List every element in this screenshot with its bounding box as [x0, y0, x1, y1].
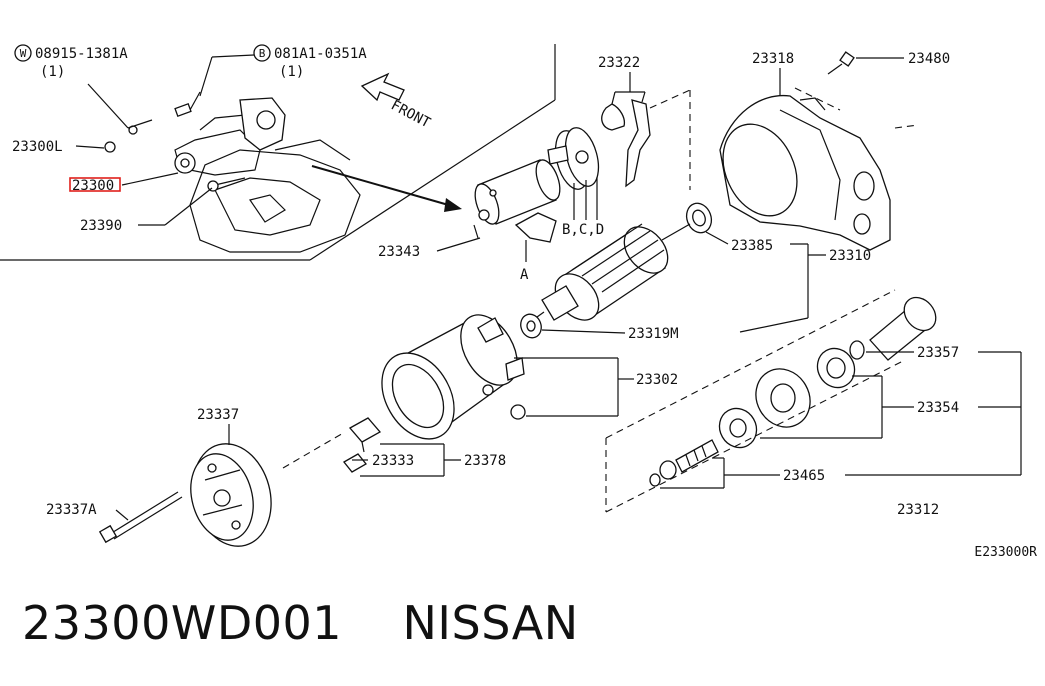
- catalog-code: E233000R: [974, 545, 1037, 560]
- part-number-caption: 23300WD001 NISSAN: [22, 596, 579, 650]
- callout-w-number: 08915-1381A: [35, 46, 128, 62]
- pinion-23357: [849, 296, 937, 361]
- label-23310: 23310: [829, 248, 871, 264]
- label-23333: 23333: [372, 453, 414, 469]
- bolt-23480: [827, 51, 855, 75]
- label-23357: 23357: [917, 345, 959, 361]
- callout-b-qty: (1): [279, 64, 304, 80]
- label-23378: 23378: [464, 453, 506, 469]
- bolt-23337A: [98, 491, 183, 544]
- bushing-23385: [685, 202, 713, 234]
- label-23390: 23390: [80, 218, 122, 234]
- label-23343: 23343: [378, 244, 420, 260]
- label-23302: 23302: [636, 372, 678, 388]
- callout-w-qty: (1): [40, 64, 65, 80]
- highlight-23300: [69, 177, 121, 192]
- front-arrow: FRONT: [360, 72, 433, 132]
- plunger-parts-bcd: [547, 127, 600, 220]
- label-23300L: 23300L: [12, 139, 63, 155]
- armature-23310: [529, 223, 691, 323]
- label-23480: 23480: [908, 51, 950, 67]
- label-a: A: [520, 267, 529, 283]
- callout-w-marker: W: [20, 47, 27, 60]
- label-23319M: 23319M: [628, 326, 679, 342]
- spring-23465: [649, 439, 719, 487]
- housing-23318: [719, 87, 919, 251]
- label-bcd: B,C,D: [562, 222, 604, 238]
- clutch-23354: [718, 347, 856, 449]
- label-23318: 23318: [752, 51, 794, 67]
- label-23337A: 23337A: [46, 502, 97, 518]
- brush-set-23333: [343, 417, 382, 473]
- label-23337: 23337: [197, 407, 239, 423]
- callout-b-marker: B: [259, 47, 266, 60]
- callout-b-number: 081A1-0351A: [274, 46, 367, 62]
- label-23385: 23385: [731, 238, 773, 254]
- label-23300[interactable]: 23300: [72, 178, 114, 194]
- clips-23322: [601, 89, 691, 190]
- callout-w: W 08915-1381A (1): [14, 44, 153, 129]
- engine-inset: [0, 44, 556, 261]
- callout-b: B 081A1-0351A (1): [199, 44, 367, 97]
- label-23322: 23322: [598, 55, 640, 71]
- solenoid-23343: [473, 159, 561, 239]
- label-23312: 23312: [897, 502, 939, 518]
- label-23465: 23465: [783, 468, 825, 484]
- front-label: FRONT: [388, 97, 433, 131]
- explode-arrow: [311, 165, 462, 212]
- label-23354: 23354: [917, 400, 959, 416]
- yoke-23302: [381, 314, 526, 440]
- rear-cover-23337: [190, 431, 346, 547]
- shim-a: [514, 212, 557, 262]
- bushing-23319M: [520, 313, 542, 339]
